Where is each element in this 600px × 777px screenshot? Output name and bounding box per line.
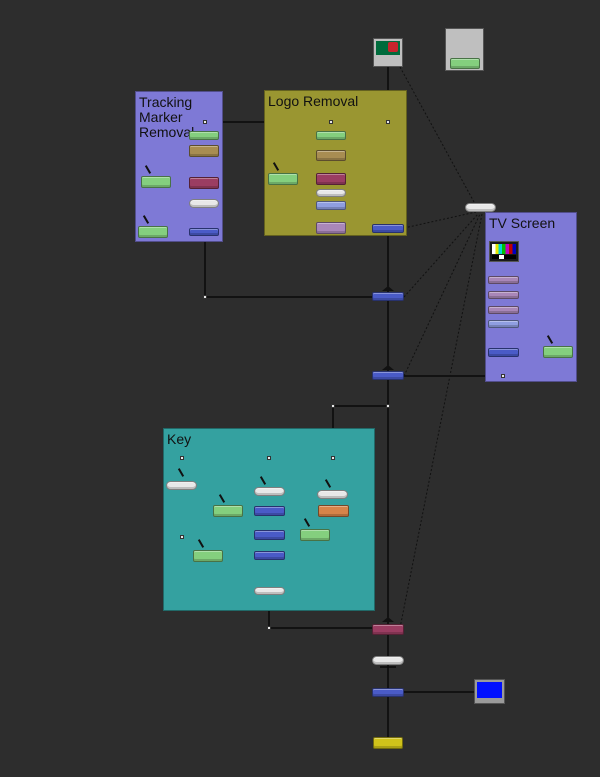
transform-node[interactable] [189, 199, 219, 208]
color-corrector-node[interactable] [488, 291, 519, 299]
transform-node[interactable] [317, 490, 348, 499]
background-node[interactable] [138, 226, 168, 238]
merge-node[interactable] [488, 348, 519, 357]
pipe-router[interactable] [180, 456, 184, 460]
transform-node[interactable] [372, 656, 404, 665]
merge-node[interactable] [189, 228, 219, 236]
background-node[interactable] [193, 550, 223, 562]
merge-node[interactable] [254, 551, 285, 560]
dissolve-node[interactable] [189, 177, 219, 189]
transform-node[interactable] [254, 587, 285, 595]
pipe-router[interactable] [386, 120, 390, 124]
background-node[interactable] [450, 58, 480, 69]
background-node[interactable] [300, 529, 330, 541]
group-label: TV Screen [489, 215, 556, 231]
merge-node[interactable] [254, 506, 285, 516]
polygon-node[interactable] [316, 201, 346, 210]
merge-node[interactable] [372, 224, 404, 233]
blur-node[interactable] [189, 145, 219, 157]
dissolve-node[interactable] [372, 624, 404, 635]
pipe-router[interactable] [267, 456, 271, 460]
test-pattern-icon[interactable] [489, 241, 519, 262]
group-label: Key [167, 431, 192, 447]
background-node[interactable] [189, 131, 219, 140]
merge-node[interactable] [372, 371, 404, 380]
pipe-router[interactable] [203, 120, 207, 124]
group-logo-removal[interactable]: Logo Removal [264, 90, 407, 236]
pipe-router[interactable] [267, 626, 271, 630]
color-corrector-node[interactable] [488, 276, 519, 284]
transform-node[interactable] [316, 189, 346, 197]
pipe-router[interactable] [331, 404, 335, 408]
transform-node[interactable] [465, 203, 496, 212]
pipe-router[interactable] [180, 535, 184, 539]
pipe-router[interactable] [331, 456, 335, 460]
background-node[interactable] [268, 173, 298, 185]
group-label: Logo Removal [268, 93, 359, 109]
background-node[interactable] [213, 505, 243, 517]
pipe-router[interactable] [329, 120, 333, 124]
group-tracking-marker-removal[interactable]: Tracking Marker Removal [135, 91, 223, 242]
merge-node[interactable] [254, 530, 285, 540]
dissolve-node[interactable] [316, 173, 346, 185]
channel-booleans-node[interactable] [318, 505, 349, 517]
color-corrector-node[interactable] [316, 222, 346, 234]
pipe-router[interactable] [386, 404, 390, 408]
merge-node[interactable] [372, 688, 404, 697]
background-node[interactable] [141, 176, 171, 188]
transform-node[interactable] [166, 481, 197, 490]
transform-node[interactable] [254, 487, 285, 496]
merge-node[interactable] [372, 292, 404, 301]
background-node[interactable] [543, 346, 573, 358]
blue-background-icon[interactable] [474, 679, 505, 704]
pipe-router[interactable] [501, 374, 505, 378]
background-thumbnail-icon[interactable] [445, 28, 484, 71]
polygon-node[interactable] [488, 320, 519, 328]
color-corrector-node[interactable] [488, 306, 519, 314]
group-label: Tracking Marker Removal [139, 94, 195, 140]
background-node[interactable] [316, 131, 346, 140]
pipe-router[interactable] [203, 295, 207, 299]
saver-node[interactable] [373, 737, 403, 749]
media-in-thumbnail-icon[interactable] [373, 38, 403, 67]
blur-node[interactable] [316, 150, 346, 161]
